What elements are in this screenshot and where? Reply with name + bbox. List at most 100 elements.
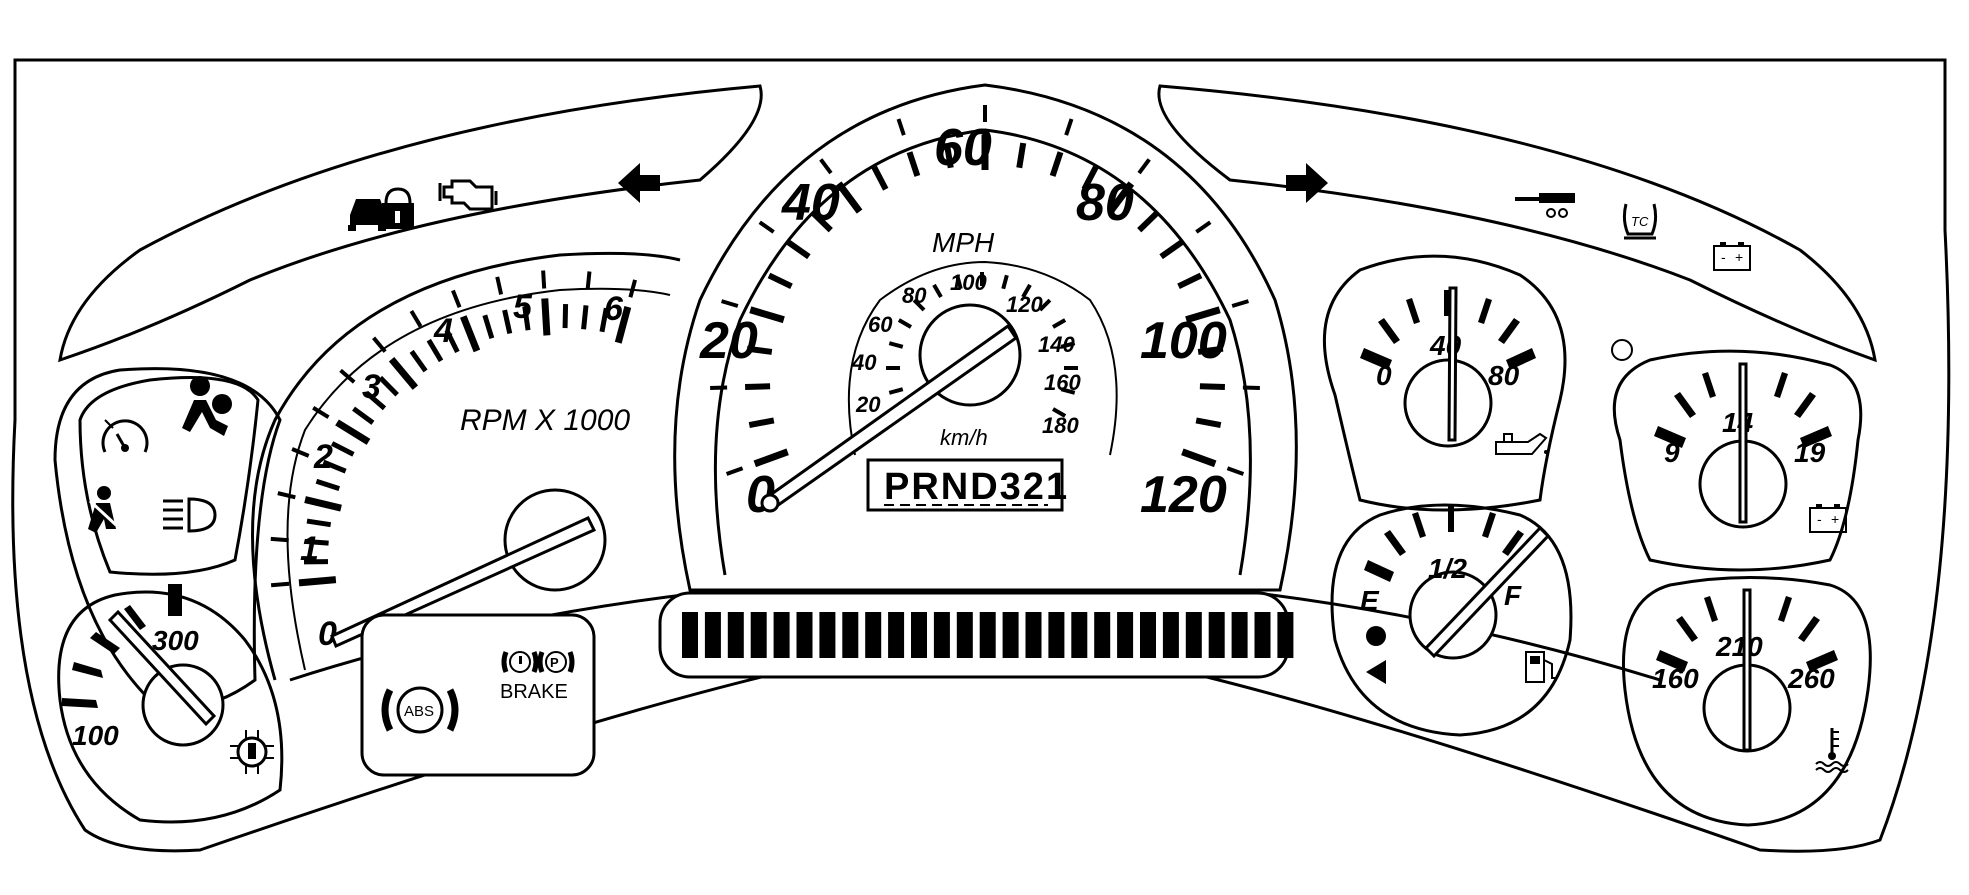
- tach-outer-tick: [339, 368, 356, 384]
- odometer-segment: [1185, 612, 1202, 658]
- hood-left: [58, 84, 763, 363]
- trans-temp-needle: [107, 609, 217, 727]
- mph-tick: [1137, 210, 1160, 233]
- svg-text:-: -: [1721, 249, 1726, 265]
- airbag-icon: [182, 376, 232, 436]
- kmh-tick: [888, 387, 904, 395]
- tach-outer-tick: [372, 336, 387, 353]
- trans-temp-label-100: 100: [72, 720, 119, 751]
- tach-label-3: 3: [362, 368, 381, 406]
- mph-tick: [745, 383, 771, 390]
- tach-tick: [298, 576, 337, 587]
- reset-button[interactable]: [1611, 339, 1633, 361]
- mph-tick: [943, 142, 954, 169]
- svg-text:P: P: [550, 655, 559, 670]
- odometer-segment: [1254, 612, 1271, 658]
- kmh-label-140: 140: [1038, 332, 1075, 357]
- tach-tick: [304, 496, 342, 512]
- mph-outer-tick: [1231, 299, 1250, 308]
- odometer-segment: [1025, 612, 1042, 658]
- trans-temp-label-300: 300: [152, 625, 199, 656]
- odometer-segment: [1048, 612, 1065, 658]
- odometer-segment: [773, 612, 790, 658]
- mph-tick: [906, 151, 921, 177]
- tach-label-0: 0: [318, 615, 337, 653]
- coolant-label-160: 160: [1652, 663, 1699, 694]
- odometer-segment: [956, 612, 973, 658]
- mph-tick: [748, 417, 775, 429]
- tach-tick: [460, 315, 481, 353]
- oil-needle: [1447, 286, 1458, 442]
- brake-icon: P: [501, 651, 575, 673]
- tach-outer-tick: [277, 491, 296, 500]
- tach-tick: [322, 459, 347, 474]
- mph-outer-tick: [758, 220, 775, 234]
- odometer-segment: [979, 612, 996, 658]
- tach-tick: [304, 538, 329, 546]
- trans-temp-icon: [230, 730, 274, 774]
- tach-tick: [330, 441, 355, 457]
- mph-outer-tick: [1195, 220, 1212, 234]
- mph-tick: [746, 345, 773, 355]
- traction-control-icon: TC: [1622, 203, 1658, 240]
- tach-tick: [315, 478, 341, 492]
- mph-label-20: 20: [699, 312, 758, 370]
- fuel-needle: [1423, 525, 1551, 659]
- mph-outer-tick: [1226, 466, 1245, 476]
- svg-text:TC: TC: [1631, 214, 1649, 229]
- mph-label-100: 100: [1140, 312, 1227, 370]
- tach-tick: [614, 306, 632, 344]
- mph-tick: [1197, 345, 1224, 355]
- mph-tick: [810, 210, 833, 233]
- tach-tick: [444, 329, 460, 354]
- fuel-low-indicator: [1366, 626, 1386, 646]
- tach-tick: [388, 357, 419, 390]
- tachometer: 0 1 2 3 4 5 6 RPM X 1000: [251, 251, 681, 681]
- gear-indicator-text: PRND321: [884, 466, 1069, 508]
- kmh-label-180: 180: [1042, 413, 1079, 438]
- mph-label-120: 120: [1140, 466, 1227, 524]
- tach-label-2: 2: [313, 438, 333, 476]
- transmission-temp-gauge: 100 300: [57, 584, 284, 824]
- odometer-segment: [1117, 612, 1134, 658]
- fuel-pump-icon: [1525, 651, 1556, 683]
- coolant-label-260: 260: [1787, 663, 1835, 694]
- svg-text:-: -: [1817, 511, 1822, 527]
- tach-tick: [426, 338, 444, 363]
- hood-right: [1157, 84, 1877, 363]
- odometer-segments: [682, 612, 1294, 658]
- mph-tick: [749, 306, 785, 324]
- tach-outer-tick: [495, 276, 504, 295]
- tach-tick: [502, 309, 513, 335]
- volt-needle: [1738, 362, 1748, 524]
- tach-unit-label: RPM X 1000: [460, 404, 630, 437]
- fuel-label-half: 1/2: [1428, 553, 1467, 584]
- odometer-segment: [1162, 612, 1179, 658]
- kmh-unit-label: km/h: [940, 425, 988, 450]
- coolant-icon: [1815, 728, 1849, 773]
- mph-tick: [1199, 383, 1225, 390]
- mph-tick: [1159, 239, 1184, 260]
- odometer-segment: [1231, 612, 1248, 658]
- kmh-label-40: 40: [851, 350, 877, 375]
- oil-label-0: 0: [1376, 360, 1392, 391]
- mph-outer-tick: [720, 299, 739, 308]
- kmh-tick: [1038, 298, 1052, 312]
- mph-label-40: 40: [781, 174, 840, 232]
- tach-tick: [335, 419, 371, 445]
- odometer-segment: [704, 612, 721, 658]
- odometer-segment: [933, 612, 950, 658]
- odometer-segment: [1208, 612, 1225, 658]
- odometer-segment: [1002, 612, 1019, 658]
- mph-tick: [835, 181, 863, 214]
- tach-outer-tick: [628, 279, 637, 298]
- seatbelt-icon: [88, 486, 118, 533]
- volt-label-14: 14: [1722, 407, 1754, 438]
- mph-tick: [871, 165, 889, 191]
- tach-tick: [364, 390, 387, 411]
- left-telltale-pod: [78, 376, 260, 576]
- security-icon: [348, 187, 414, 231]
- odometer-segment: [1071, 612, 1088, 658]
- voltmeter-gauge: 9 14 19 - +: [1612, 349, 1863, 572]
